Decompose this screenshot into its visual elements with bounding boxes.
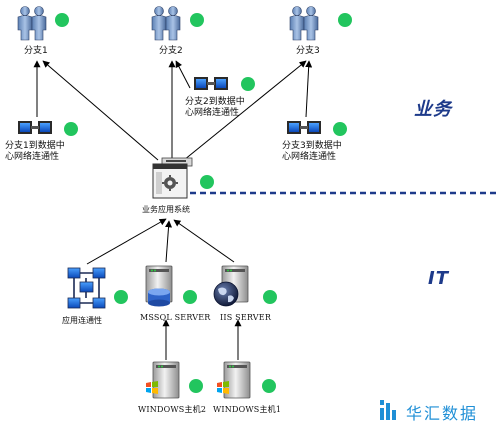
mssql-label: MSSQL SERVER bbox=[140, 313, 211, 322]
bizsys-label: 业务应用系统 bbox=[142, 205, 190, 214]
status-dot bbox=[114, 290, 128, 304]
watermark-text: 华汇数据 bbox=[406, 404, 479, 423]
business-layer-label: 业务 bbox=[414, 99, 452, 120]
network-link-icon bbox=[287, 121, 321, 134]
network-link-icon bbox=[18, 121, 52, 134]
status-dot bbox=[183, 290, 197, 304]
status-dot bbox=[333, 122, 347, 136]
people-icon bbox=[17, 6, 47, 41]
people-icon bbox=[289, 6, 319, 41]
database-icon bbox=[148, 288, 170, 307]
windows-logo-icon bbox=[217, 381, 229, 394]
conn1-label: 分支1到数据中心网络连通性 bbox=[5, 141, 65, 162]
appconn-node bbox=[67, 267, 128, 309]
mssql-node bbox=[145, 265, 197, 307]
branch2-node bbox=[151, 6, 204, 41]
it-layer-label: IT bbox=[428, 268, 449, 289]
status-dot bbox=[64, 122, 78, 136]
network-link-icon bbox=[194, 77, 228, 90]
huahui-logo-icon bbox=[380, 400, 396, 420]
watermark: 华汇数据 bbox=[378, 398, 498, 424]
iis-node bbox=[213, 265, 277, 307]
status-dot bbox=[190, 13, 204, 27]
globe-icon bbox=[213, 281, 239, 307]
status-dot bbox=[262, 379, 276, 393]
status-dot bbox=[200, 175, 214, 189]
bizsys-node bbox=[152, 157, 214, 199]
win2-label: WINDOWS主机2 bbox=[138, 405, 207, 414]
branch1-node bbox=[17, 6, 69, 41]
branch2-label: 分支2 bbox=[159, 46, 183, 56]
people-icon bbox=[151, 6, 181, 41]
win1-label: WINDOWS主机1 bbox=[213, 405, 282, 414]
conn3-node bbox=[287, 121, 347, 136]
win1-node bbox=[217, 361, 276, 399]
conn1-node bbox=[18, 121, 78, 136]
status-dot bbox=[241, 77, 255, 91]
appconn-label: 应用连通性 bbox=[62, 316, 102, 325]
status-dot bbox=[338, 13, 352, 27]
status-dot bbox=[55, 13, 69, 27]
conn2-node bbox=[194, 77, 255, 91]
windows-logo-icon bbox=[146, 381, 158, 394]
branch3-label: 分支3 bbox=[296, 46, 320, 56]
branch1-label: 分支1 bbox=[24, 46, 48, 56]
branch3-node bbox=[289, 6, 352, 41]
conn2-label: 分支2到数据中心网络连通性 bbox=[185, 97, 245, 118]
win2-node bbox=[146, 361, 203, 399]
status-dot bbox=[189, 379, 203, 393]
app-window-icon bbox=[152, 157, 193, 199]
iis-label: IIS SERVER bbox=[220, 313, 272, 322]
status-dot bbox=[263, 290, 277, 304]
network-topology-icon bbox=[67, 267, 106, 309]
conn3-label: 分支3到数据中心网络连通性 bbox=[282, 141, 342, 162]
connectors bbox=[33, 60, 313, 360]
